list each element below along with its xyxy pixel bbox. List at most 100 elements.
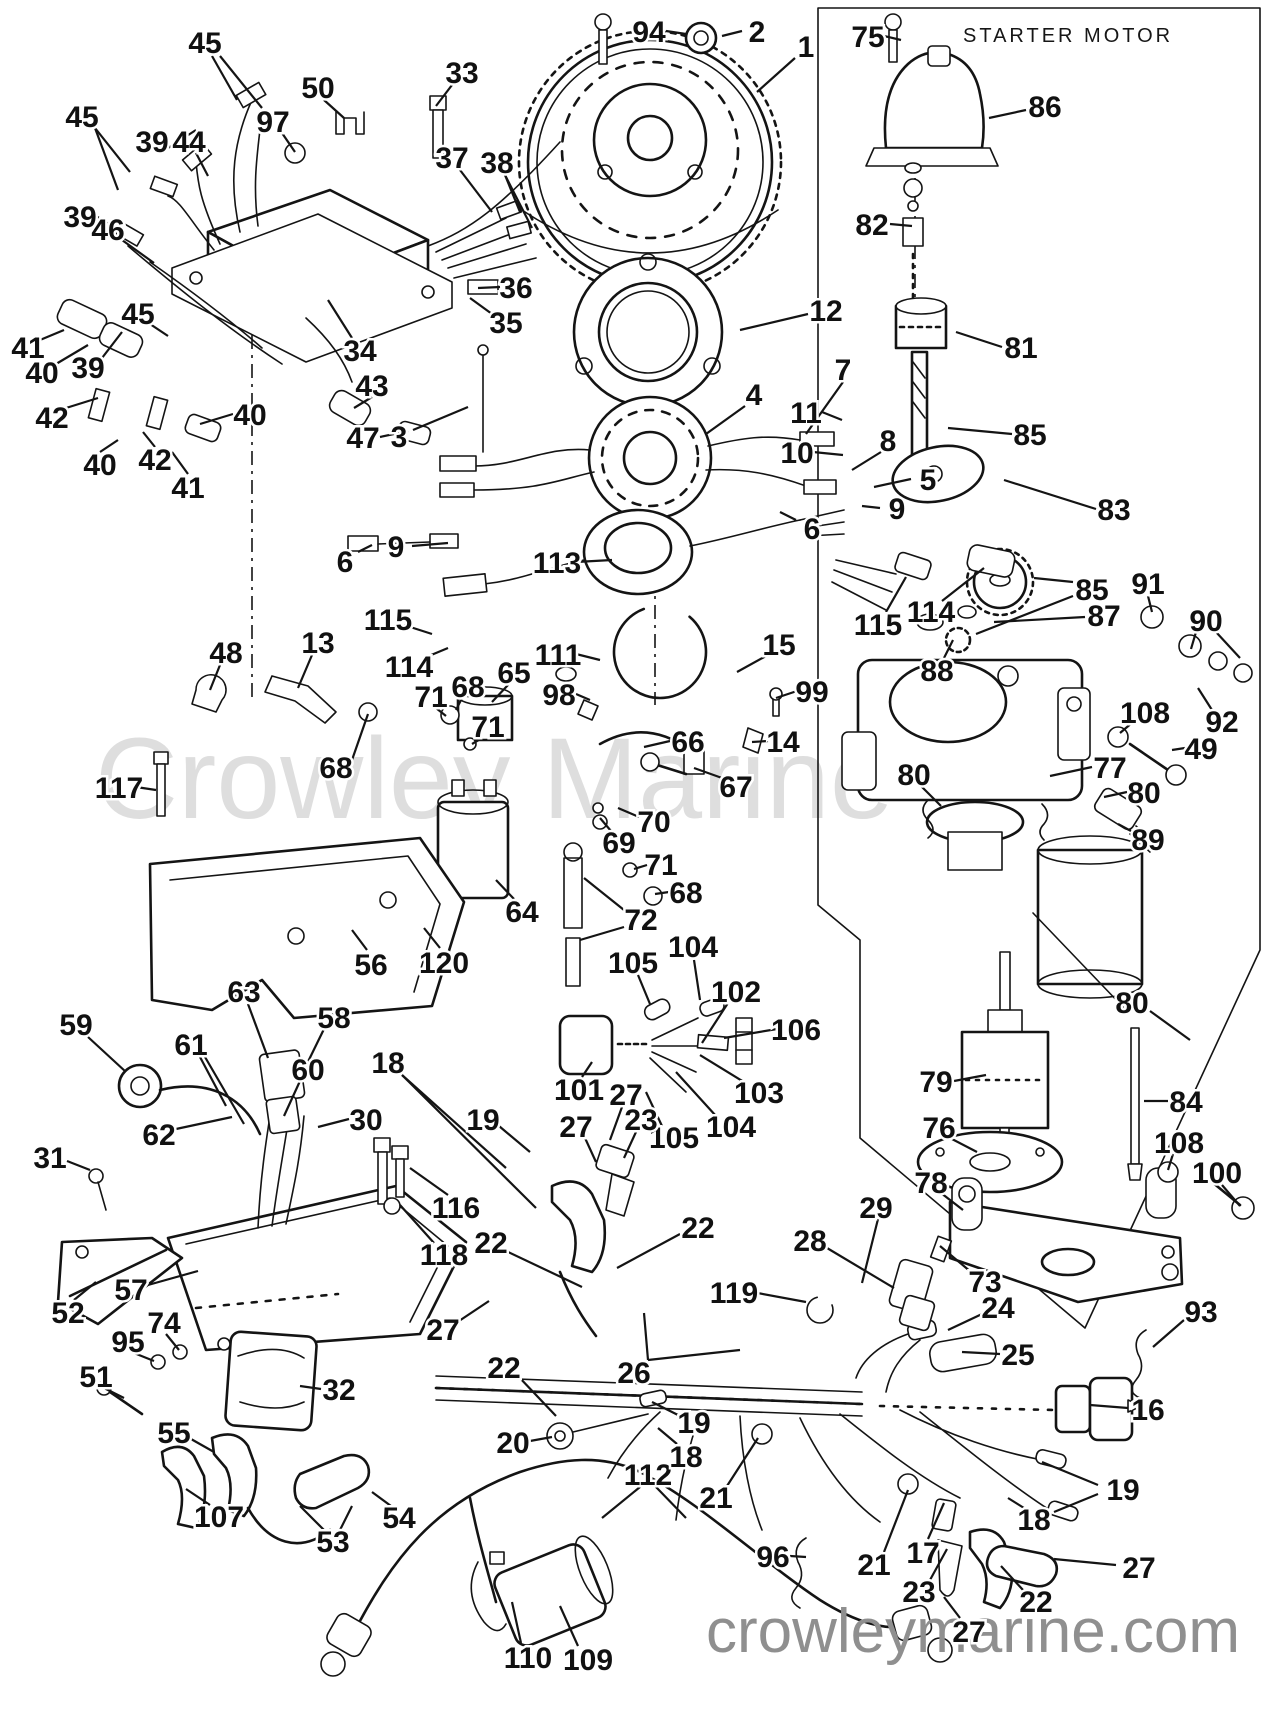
coil-lines xyxy=(237,1348,305,1409)
part-label-83: 83 xyxy=(1097,494,1130,527)
leader-line xyxy=(642,1312,650,1361)
leader-line xyxy=(517,1375,557,1417)
part-label-52: 52 xyxy=(51,1297,84,1330)
part-label-6: 6 xyxy=(804,513,821,546)
cable-branch xyxy=(468,1496,498,1604)
leader-line xyxy=(756,57,796,93)
leader-line xyxy=(1171,746,1186,752)
leader-line xyxy=(510,1601,523,1644)
part-label-110: 110 xyxy=(504,1642,552,1675)
part-label-21: 21 xyxy=(857,1549,890,1582)
part-label-86: 86 xyxy=(1028,91,1061,124)
battery-cables xyxy=(320,1458,953,1677)
sensor-40 xyxy=(98,322,144,358)
part-label-65: 65 xyxy=(497,657,530,690)
part-label-82: 82 xyxy=(855,209,888,242)
part-label-88: 88 xyxy=(920,655,953,688)
leader-line xyxy=(1215,631,1241,659)
leader-line xyxy=(246,1003,270,1059)
stator-terminal xyxy=(803,479,837,495)
leader-line xyxy=(579,925,625,942)
trigger-inner xyxy=(603,521,673,575)
nut-2 xyxy=(684,21,718,55)
ring-lug xyxy=(575,357,593,375)
leader-line xyxy=(351,929,368,951)
leader-line xyxy=(993,615,1086,624)
leader-line xyxy=(940,1192,964,1211)
bullet-105 xyxy=(643,998,671,1021)
part-label-50: 50 xyxy=(301,72,334,105)
leader-line xyxy=(211,55,238,101)
part-label-68: 68 xyxy=(319,752,352,785)
stator-terminal xyxy=(439,455,477,472)
leader-line xyxy=(66,1159,91,1172)
trigger-wire-fan xyxy=(799,509,845,537)
part-label-30: 30 xyxy=(349,1104,382,1137)
part-label-19: 19 xyxy=(1106,1474,1139,1507)
clamp-66 xyxy=(598,731,692,752)
stator xyxy=(439,395,837,521)
part-label-61: 61 xyxy=(174,1029,207,1062)
clamp-foot xyxy=(683,747,705,775)
part-label-59: 59 xyxy=(59,1009,92,1042)
part-label-73: 73 xyxy=(968,1266,1001,1299)
bracket-inner xyxy=(169,855,441,993)
part-label-29: 29 xyxy=(859,1192,892,1225)
connector-115r xyxy=(894,551,932,581)
clip-50 xyxy=(335,111,365,135)
part-label-70: 70 xyxy=(637,806,670,839)
pinion-top xyxy=(895,297,947,315)
leader-lines xyxy=(39,29,1241,1647)
part-label-26: 26 xyxy=(617,1357,650,1390)
leader-line xyxy=(208,664,222,691)
nut-68a xyxy=(440,705,460,725)
flywheel-hole xyxy=(597,164,613,180)
leader-line xyxy=(751,1290,807,1304)
leader-line xyxy=(955,330,1003,349)
leader-line xyxy=(296,654,314,689)
screw-99-head xyxy=(769,687,783,701)
small-washer xyxy=(904,162,922,174)
part-label-16: 16 xyxy=(1131,1394,1164,1427)
part-label-104: 104 xyxy=(668,931,718,964)
flywheel xyxy=(517,29,783,295)
solenoid-top xyxy=(437,789,509,815)
part-label-108: 108 xyxy=(1120,697,1170,730)
stator-terminal xyxy=(439,482,475,498)
leader-line xyxy=(87,1036,127,1073)
part-label-63: 63 xyxy=(227,976,260,1009)
screw-117-head xyxy=(153,751,169,765)
part-label-23: 23 xyxy=(624,1104,657,1137)
leader-line xyxy=(412,405,469,432)
part-label-103: 103 xyxy=(734,1077,784,1110)
pin-70 xyxy=(592,802,604,814)
leader-line xyxy=(435,84,453,107)
part-label-76: 76 xyxy=(922,1112,955,1145)
ring-inner xyxy=(597,281,699,383)
part-label-87: 87 xyxy=(1087,600,1120,633)
frame-bore xyxy=(888,660,1008,744)
leader-line xyxy=(401,1074,537,1209)
regulator xyxy=(56,1049,468,1352)
bracket-hole xyxy=(379,891,397,909)
part-label-22: 22 xyxy=(487,1352,520,1385)
bracket-52-stripe xyxy=(68,1248,168,1298)
part-label-45: 45 xyxy=(188,27,221,60)
trigger-coil xyxy=(442,508,845,597)
part-label-42: 42 xyxy=(138,444,171,477)
leader-line xyxy=(1221,1184,1241,1207)
panel-inner-diag xyxy=(1032,912,1124,1008)
part-label-94: 94 xyxy=(632,16,666,49)
nut-90 xyxy=(1178,634,1202,658)
part-label-48: 48 xyxy=(209,637,242,670)
lead-fan-38 xyxy=(427,141,561,279)
key-bracket xyxy=(742,727,764,754)
snap-ring xyxy=(612,604,708,700)
leader-line xyxy=(301,1028,325,1075)
stator-terminal xyxy=(799,431,835,447)
leader-line xyxy=(399,1204,435,1244)
part-label-39: 39 xyxy=(71,352,104,385)
leader-line xyxy=(789,1554,807,1559)
bracket-hole-52 xyxy=(75,1245,89,1259)
